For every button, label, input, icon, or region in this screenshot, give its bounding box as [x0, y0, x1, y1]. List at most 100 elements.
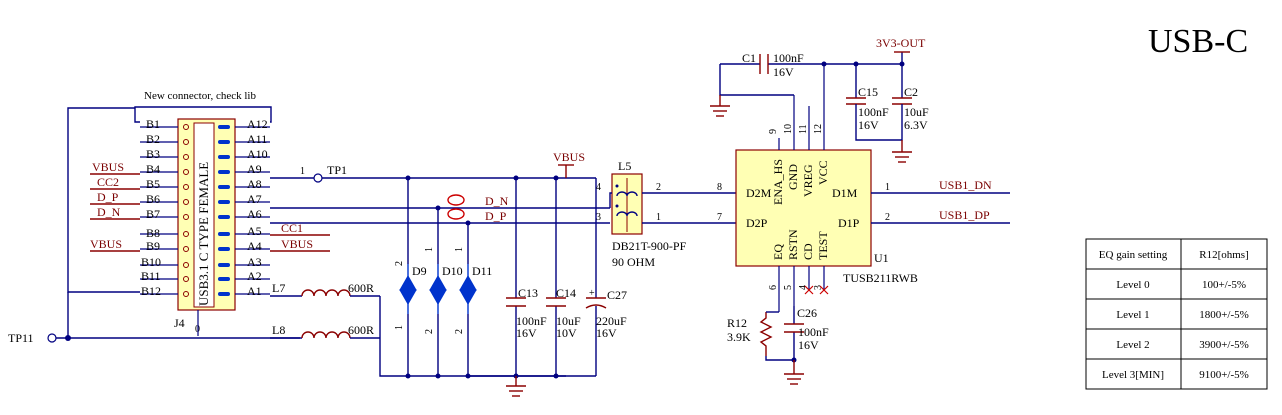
a-contact [218, 155, 230, 159]
svg-text:D_P: D_P [97, 190, 119, 204]
svg-text:DB21T-900-PF: DB21T-900-PF [612, 239, 687, 253]
svg-text:B11: B11 [141, 269, 161, 283]
b-contact [183, 169, 189, 175]
svg-text:1: 1 [454, 247, 465, 252]
svg-text:R12: R12 [727, 316, 747, 330]
tp11-label: TP11 [8, 331, 34, 345]
a-contact [218, 292, 230, 296]
a-contact [218, 247, 230, 251]
svg-text:10V: 10V [556, 326, 577, 340]
ic-u1-tusb211[interactable]: D2M D2P D1M D1P 8 7 1 2 ENA_HS GND VREG … [717, 124, 918, 290]
esd-diodes [399, 264, 477, 314]
svg-text:L7: L7 [272, 281, 285, 295]
svg-text:USB1_DN: USB1_DN [939, 178, 992, 192]
svg-text:12: 12 [813, 124, 824, 134]
inductor-l8[interactable]: L8 600R [270, 323, 380, 339]
resistor-r12[interactable]: R12 3.9K [727, 312, 773, 356]
svg-text:B12: B12 [141, 284, 161, 298]
svg-text:Level 1: Level 1 [1116, 309, 1149, 321]
svg-text:Level 0: Level 0 [1116, 279, 1150, 291]
b-contact [183, 276, 189, 282]
svg-text:16V: 16V [596, 326, 617, 340]
svg-text:600R: 600R [348, 281, 374, 295]
svg-text:A9: A9 [247, 162, 262, 176]
common-mode-choke-l5[interactable]: L5 DB21T-900-PF 90 OHM 4 2 3 1 [596, 159, 687, 269]
svg-text:VREG: VREG [801, 164, 815, 197]
svg-text:100nF: 100nF [773, 51, 804, 65]
no-connect-marks [804, 285, 829, 295]
svg-text:90 OHM: 90 OHM [612, 255, 655, 269]
b-contact [183, 291, 189, 297]
b-contact [183, 214, 189, 220]
svg-text:10uF: 10uF [904, 105, 929, 119]
svg-text:3900+/-5%: 3900+/-5% [1199, 339, 1249, 351]
connector-pins [140, 124, 270, 297]
svg-text:ENA_HS: ENA_HS [771, 159, 785, 205]
svg-text:6.3V: 6.3V [904, 118, 928, 132]
a-pin-labels: A12 A11 A10 A9 A8 A7 A6 A5 A4 A3 A2 A1 [247, 117, 268, 298]
cap-c14: C14 10uF 10V [546, 286, 581, 340]
svg-text:1: 1 [394, 325, 405, 330]
vbus-port: VBUS [553, 150, 585, 178]
svg-text:TEST: TEST [816, 231, 830, 260]
svg-text:8: 8 [717, 182, 722, 193]
a-contact [218, 215, 230, 219]
svg-text:3V3-OUT: 3V3-OUT [876, 36, 926, 50]
table-header-r12: R12[ohms] [1199, 249, 1249, 261]
svg-text:EQ: EQ [771, 244, 785, 260]
svg-text:VBUS: VBUS [92, 160, 124, 174]
a-contact [218, 263, 230, 267]
svg-text:D_P: D_P [485, 209, 507, 223]
a-contact [218, 170, 230, 174]
svg-text:C15: C15 [858, 85, 878, 99]
b-contact [183, 184, 189, 190]
svg-text:VBUS: VBUS [553, 150, 585, 164]
svg-text:B3: B3 [146, 147, 160, 161]
b-contact [183, 154, 189, 160]
svg-text:VCC: VCC [816, 160, 830, 185]
svg-text:L8: L8 [272, 323, 285, 337]
b-contact [183, 246, 189, 252]
a-contact [218, 200, 230, 204]
svg-text:B7: B7 [146, 207, 160, 221]
svg-text:6: 6 [768, 285, 779, 290]
svg-text:CC2: CC2 [97, 175, 119, 189]
svg-text:16V: 16V [858, 118, 879, 132]
a-side-nets: CC1 VBUS [270, 221, 330, 252]
svg-text:GND: GND [786, 164, 800, 190]
svg-text:10: 10 [783, 124, 794, 134]
svg-text:VBUS: VBUS [90, 237, 122, 251]
eq-gain-table: EQ gain setting R12[ohms] Level 0 100+/-… [1085, 238, 1268, 390]
svg-text:D9: D9 [412, 264, 427, 278]
svg-text:1: 1 [656, 212, 661, 223]
svg-text:1: 1 [300, 166, 305, 177]
a-contact [218, 185, 230, 189]
svg-text:D_N: D_N [485, 194, 509, 208]
svg-text:B5: B5 [146, 177, 160, 191]
svg-text:B6: B6 [146, 192, 160, 206]
svg-text:Level 3[MIN]: Level 3[MIN] [1102, 369, 1164, 381]
svg-text:A11: A11 [247, 132, 267, 146]
svg-text:4: 4 [596, 182, 601, 193]
svg-text:A7: A7 [247, 192, 262, 206]
svg-text:Level 2: Level 2 [1116, 339, 1149, 351]
a-contact [218, 232, 230, 236]
svg-text:C27: C27 [607, 288, 627, 302]
gnd-symbol-1 [506, 376, 526, 397]
svg-text:C14: C14 [556, 286, 576, 300]
svg-text:B1: B1 [146, 117, 160, 131]
connector-note: New connector, check lib [144, 90, 256, 102]
svg-text:B10: B10 [141, 255, 161, 269]
svg-text:D2M: D2M [746, 186, 772, 200]
svg-text:RSTN: RSTN [786, 229, 800, 260]
svg-text:B9: B9 [146, 239, 160, 253]
b-pin-labels: B1 B2 B3 B4 B5 B6 B7 B8 B9 B10 B11 B12 [141, 117, 161, 298]
svg-text:100nF: 100nF [858, 105, 889, 119]
gnd-symbol-4 [784, 360, 804, 385]
tvs-diode-d10 [429, 264, 447, 314]
connector-j4[interactable]: USB3.1 C TYPE FEMALE J4 0 B1 B2 B3 B4 B5… [90, 117, 330, 336]
inductor-l7[interactable]: L7 600R [270, 281, 380, 297]
svg-text:A12: A12 [247, 117, 268, 131]
tvs-diode-d11 [459, 264, 477, 314]
